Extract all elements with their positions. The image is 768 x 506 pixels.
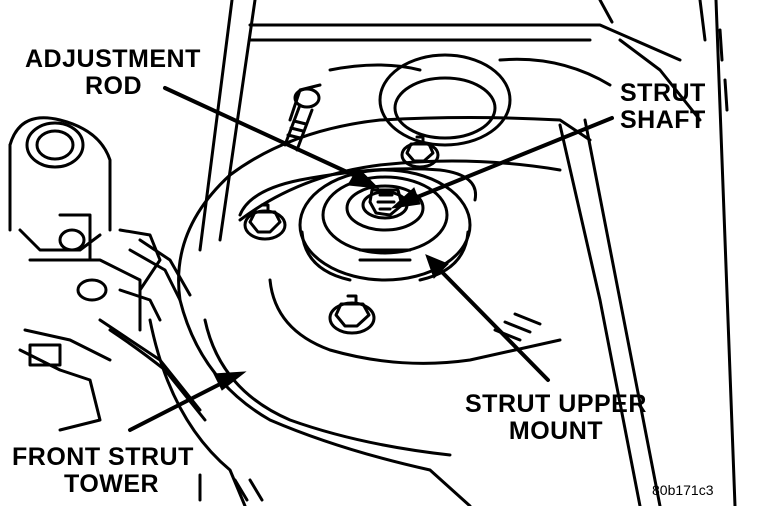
arrow-front-strut-tower xyxy=(128,371,247,432)
label-strut-upper-mount: STRUT UPPER MOUNT xyxy=(465,391,647,445)
strut-tower xyxy=(148,116,662,506)
adjustment-rod-part xyxy=(283,87,321,152)
master-cylinder xyxy=(8,116,162,432)
arrow-strut-shaft xyxy=(390,116,614,209)
label-strut-upper-mount-line2: MOUNT xyxy=(508,417,604,445)
label-strut-shaft-line1: STRUT xyxy=(620,79,706,107)
label-front-strut-tower-line1: FRONT STRUT xyxy=(12,443,194,471)
mounting-nuts xyxy=(243,135,440,335)
label-strut-upper-mount-line1: STRUT UPPER xyxy=(465,390,647,418)
strut-shaft-nut xyxy=(368,188,404,217)
label-strut-shaft: STRUT SHAFT xyxy=(604,80,706,134)
nut-top xyxy=(400,135,440,169)
fender-frame xyxy=(198,0,737,506)
arrow-adjustment-rod xyxy=(163,86,380,189)
label-adjustment-rod-line2: ROD xyxy=(85,72,143,100)
nut-bottom xyxy=(328,294,376,335)
figure-code: 80b171c3 xyxy=(652,482,714,498)
label-strut-shaft-line2: SHAFT xyxy=(620,106,706,134)
label-adjustment-rod: ADJUSTMENT ROD xyxy=(25,46,201,100)
nut-left xyxy=(243,203,287,241)
arrow-strut-upper-mount xyxy=(425,254,550,382)
label-front-strut-tower: FRONT STRUT TOWER xyxy=(12,444,194,498)
label-adjustment-rod-line1: ADJUSTMENT xyxy=(25,45,201,73)
background-components xyxy=(288,53,612,147)
label-front-strut-tower-line2: TOWER xyxy=(64,470,160,498)
